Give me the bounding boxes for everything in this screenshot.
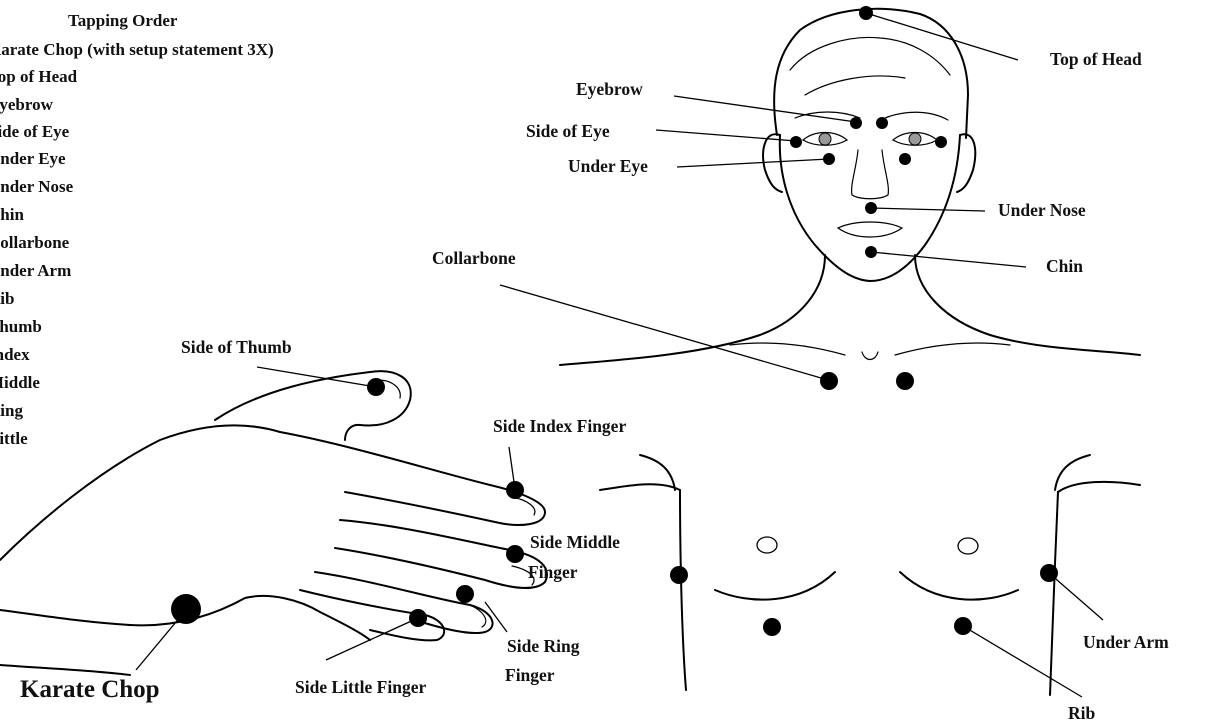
leader-line: [257, 367, 376, 387]
leader-line: [485, 602, 507, 632]
leader-line: [656, 130, 796, 141]
rib-point-right: [954, 617, 972, 635]
under-eye-point-left: [823, 153, 835, 165]
list-item: Karate Chop (with setup statement 3X): [0, 40, 274, 59]
label-under-arm: Under Arm: [1083, 632, 1169, 652]
leader-line: [677, 159, 829, 167]
leader-line: [500, 285, 828, 380]
side-middle-finger-point: [506, 545, 524, 563]
rib-point-left: [763, 618, 781, 636]
list-item: Eyebrow: [0, 95, 54, 114]
label-rib: Rib: [1068, 703, 1096, 723]
list-item: Middle: [0, 373, 40, 392]
tapping-order-list: Tapping Order Karate Chop (with setup st…: [0, 11, 274, 448]
eyebrow-point-left: [850, 117, 862, 129]
list-item: Under Arm: [0, 261, 71, 280]
label-karate-chop: Karate Chop: [20, 676, 160, 703]
label-side-middle-finger-line2: Finger: [528, 562, 578, 582]
label-side-of-thumb: Side of Thumb: [181, 337, 292, 357]
side-little-finger-point: [409, 609, 427, 627]
side-index-finger-point: [506, 481, 524, 499]
top-of-head-point: [859, 6, 873, 20]
collarbone-point-left: [820, 372, 838, 390]
list-item: Chin: [0, 205, 24, 224]
list-item: Ring: [0, 401, 23, 420]
leader-line: [871, 208, 985, 211]
side-of-eye-point-right: [935, 136, 947, 148]
collarbone-point-right: [896, 372, 914, 390]
list-item: Top of Head: [0, 67, 78, 86]
list-item: Under Eye: [0, 149, 66, 168]
label-side-ring-finger-line2: Finger: [505, 665, 555, 685]
side-ring-finger-point: [456, 585, 474, 603]
karate-chop-point: [171, 594, 201, 624]
list-item: Rib: [0, 289, 14, 308]
hands-drawing: [0, 371, 547, 675]
leader-line: [963, 626, 1082, 697]
under-nose-point: [865, 202, 877, 214]
label-side-of-eye: Side of Eye: [526, 121, 610, 141]
label-under-eye: Under Eye: [568, 156, 648, 176]
chin-point: [865, 246, 877, 258]
leader-line: [866, 13, 1018, 60]
leader-line: [1049, 573, 1103, 620]
label-side-little-finger: Side Little Finger: [295, 677, 426, 697]
list-item: Thumb: [0, 317, 42, 336]
under-arm-point-right: [1040, 564, 1058, 582]
label-eyebrow: Eyebrow: [576, 79, 643, 99]
list-item: Index: [0, 345, 30, 364]
label-side-middle-finger-line1: Side Middle: [530, 532, 620, 552]
leader-line: [674, 96, 856, 122]
under-arm-point-left: [670, 566, 688, 584]
leader-line: [326, 618, 418, 660]
label-top-of-head: Top of Head: [1050, 49, 1142, 69]
under-eye-point-right: [899, 153, 911, 165]
side-of-eye-point-left: [790, 136, 802, 148]
label-side-ring-finger-line1: Side Ring: [507, 636, 580, 656]
label-side-index-finger: Side Index Finger: [493, 416, 626, 436]
list-item: Side of Eye: [0, 122, 70, 141]
eyebrow-point-right: [876, 117, 888, 129]
label-under-nose: Under Nose: [998, 200, 1086, 220]
leader-line: [871, 252, 1026, 267]
list-item: Little: [0, 429, 28, 448]
side-of-thumb-point: [367, 378, 385, 396]
tapping-order-title: Tapping Order: [68, 11, 178, 30]
label-chin: Chin: [1046, 256, 1083, 276]
list-item: Under Nose: [0, 177, 74, 196]
label-collarbone: Collarbone: [432, 248, 516, 268]
list-item: Collarbone: [0, 233, 70, 252]
